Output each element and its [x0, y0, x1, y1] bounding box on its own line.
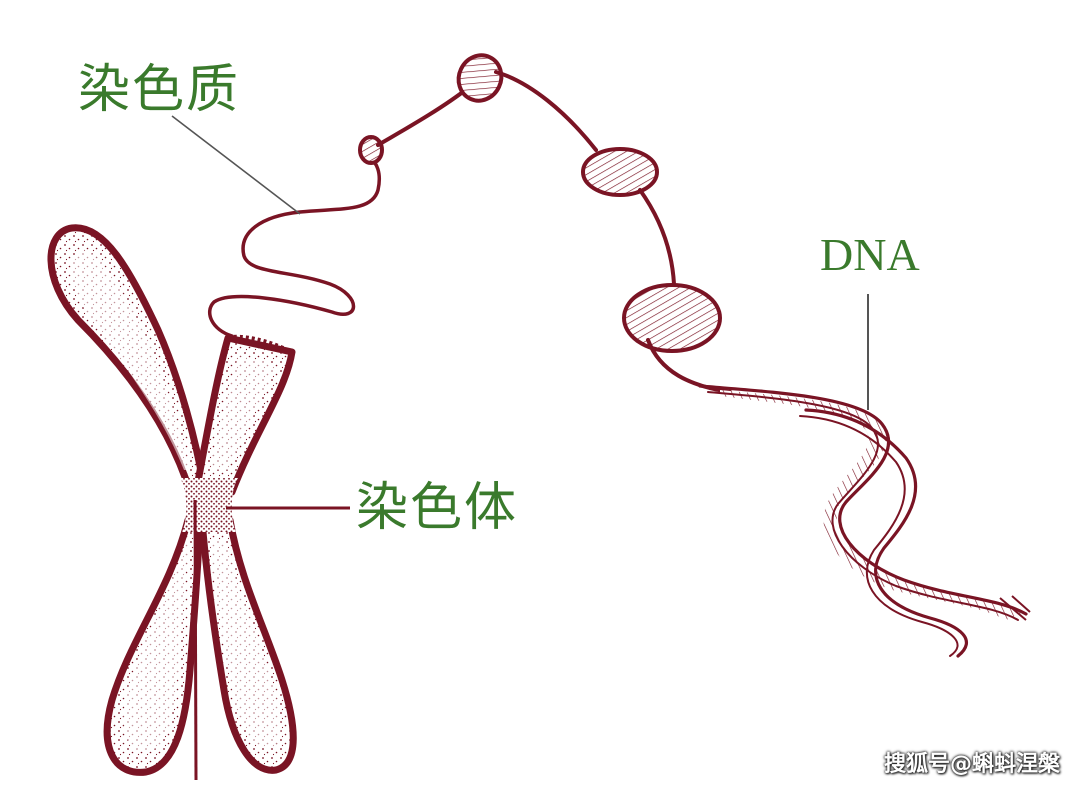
dna-helix-rungs: [720, 390, 1024, 620]
chromosome-upper-right-arm: [196, 337, 292, 492]
chromatin-pointer-line: [172, 116, 300, 214]
dna-label: DNA: [820, 232, 920, 278]
nucleosome-3: [624, 285, 720, 351]
chromosome-centromere: [180, 478, 238, 532]
chromatin-fiber: [210, 48, 730, 392]
chromosome-upper-left-arm: [51, 228, 205, 492]
chromosome-lower-left-arm: [107, 520, 200, 772]
chromosome-lower-right-arm: [202, 520, 293, 770]
chromatin-coiled-strand: [210, 158, 380, 336]
chromosome-center-gap: [195, 500, 196, 780]
dna-double-helix: [700, 386, 1030, 656]
chromatin-label: 染色质: [78, 64, 240, 116]
nucleosome-2: [583, 149, 657, 195]
nucleosome-1: [451, 48, 509, 107]
watermark-text: 搜狐号@蝌蚪涅槃: [884, 746, 1060, 778]
chromosome-illustration: [51, 228, 293, 780]
nucleosome-small: [360, 137, 382, 163]
chromosome-label: 染色体: [356, 482, 518, 534]
